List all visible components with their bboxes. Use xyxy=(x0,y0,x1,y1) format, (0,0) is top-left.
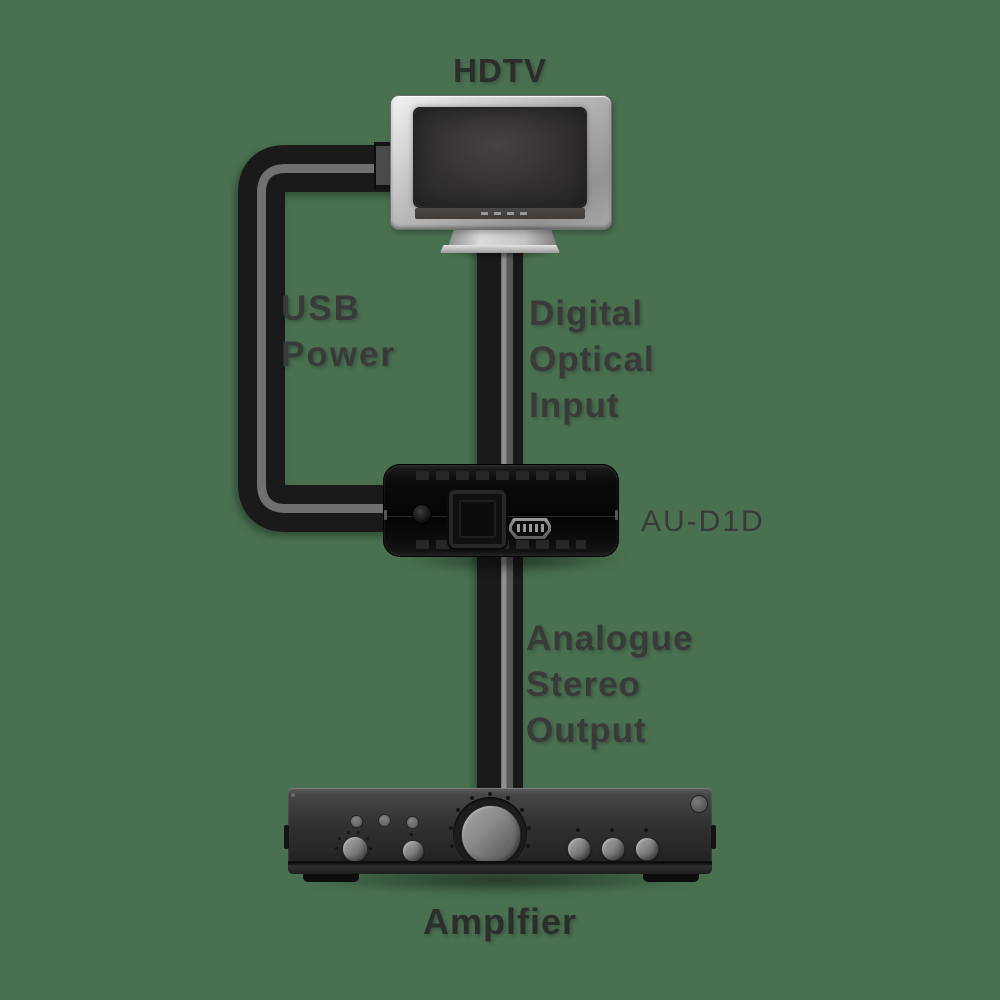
amp-foot-left xyxy=(303,874,359,882)
amplifier-label-text: Amplfier xyxy=(422,901,578,942)
power-button xyxy=(690,795,708,813)
amp-button-3 xyxy=(406,816,419,829)
analogue-output-line2: Stereo xyxy=(526,665,641,704)
converter-model-text: AU-D1D xyxy=(641,505,765,538)
tv-stand-base xyxy=(440,245,560,253)
mini-usb-pins xyxy=(509,524,551,532)
analogue-output-line1: Analogue xyxy=(526,619,694,658)
power-led xyxy=(412,504,432,524)
volume-knob-marker-dots xyxy=(488,832,492,836)
knob-marker-dot-left2 xyxy=(410,833,413,836)
knob-marker-dots-right xyxy=(576,828,580,832)
amp-knob-left-1 xyxy=(342,836,368,862)
converter-box xyxy=(383,464,619,557)
amp-knob-left-2 xyxy=(402,840,424,862)
screw-dot xyxy=(291,793,295,797)
amp-knob-right-3 xyxy=(635,837,659,861)
usb-power-label: USB Power xyxy=(281,286,396,378)
tv-screen xyxy=(415,109,585,206)
amp-knob-right-2 xyxy=(601,837,625,861)
amp-side-tab-left xyxy=(284,825,289,849)
optical-input-line2: Optical xyxy=(529,340,655,379)
tv xyxy=(390,95,612,230)
optical-input-line3: Input xyxy=(529,386,620,425)
volume-knob xyxy=(461,805,521,865)
seam-notch-left xyxy=(384,510,387,520)
optical-input-label: Digital Optical Input xyxy=(529,291,655,429)
usb-power-line2: Power xyxy=(281,335,397,374)
analogue-output-line3: Output xyxy=(526,711,647,750)
knob-marker-dots-left xyxy=(352,847,355,850)
amp-button-1 xyxy=(350,815,363,828)
optical-input-line1: Digital xyxy=(529,294,643,333)
usb-power-cable-stripe xyxy=(257,164,430,513)
amp-bottom-strip xyxy=(288,861,712,874)
amp-button-2 xyxy=(378,814,391,827)
usb-plug xyxy=(374,142,394,189)
toslink-port-opening xyxy=(459,500,496,538)
analogue-output-label: Analogue Stereo Output xyxy=(526,616,693,754)
hdtv-label: HDTV xyxy=(0,48,1000,94)
seam-notch-right xyxy=(615,510,618,520)
amp-foot-right xyxy=(643,874,699,882)
converter-model-label: AU-D1D xyxy=(641,499,765,545)
amp-knob-right-1 xyxy=(567,837,591,861)
hdtv-label-text: HDTV xyxy=(453,52,547,89)
tv-stand-neck xyxy=(448,227,557,247)
usb-power-line1: USB xyxy=(281,289,361,328)
toslink-port xyxy=(449,490,506,548)
tv-buttons xyxy=(481,212,531,215)
amp-side-tab-right xyxy=(711,825,716,849)
mini-usb-port xyxy=(509,518,551,539)
amplifier xyxy=(284,788,716,882)
vent-slots-top xyxy=(416,471,586,480)
tv-speaker-strip xyxy=(415,208,585,219)
amplifier-label: Amplfier xyxy=(0,899,1000,945)
